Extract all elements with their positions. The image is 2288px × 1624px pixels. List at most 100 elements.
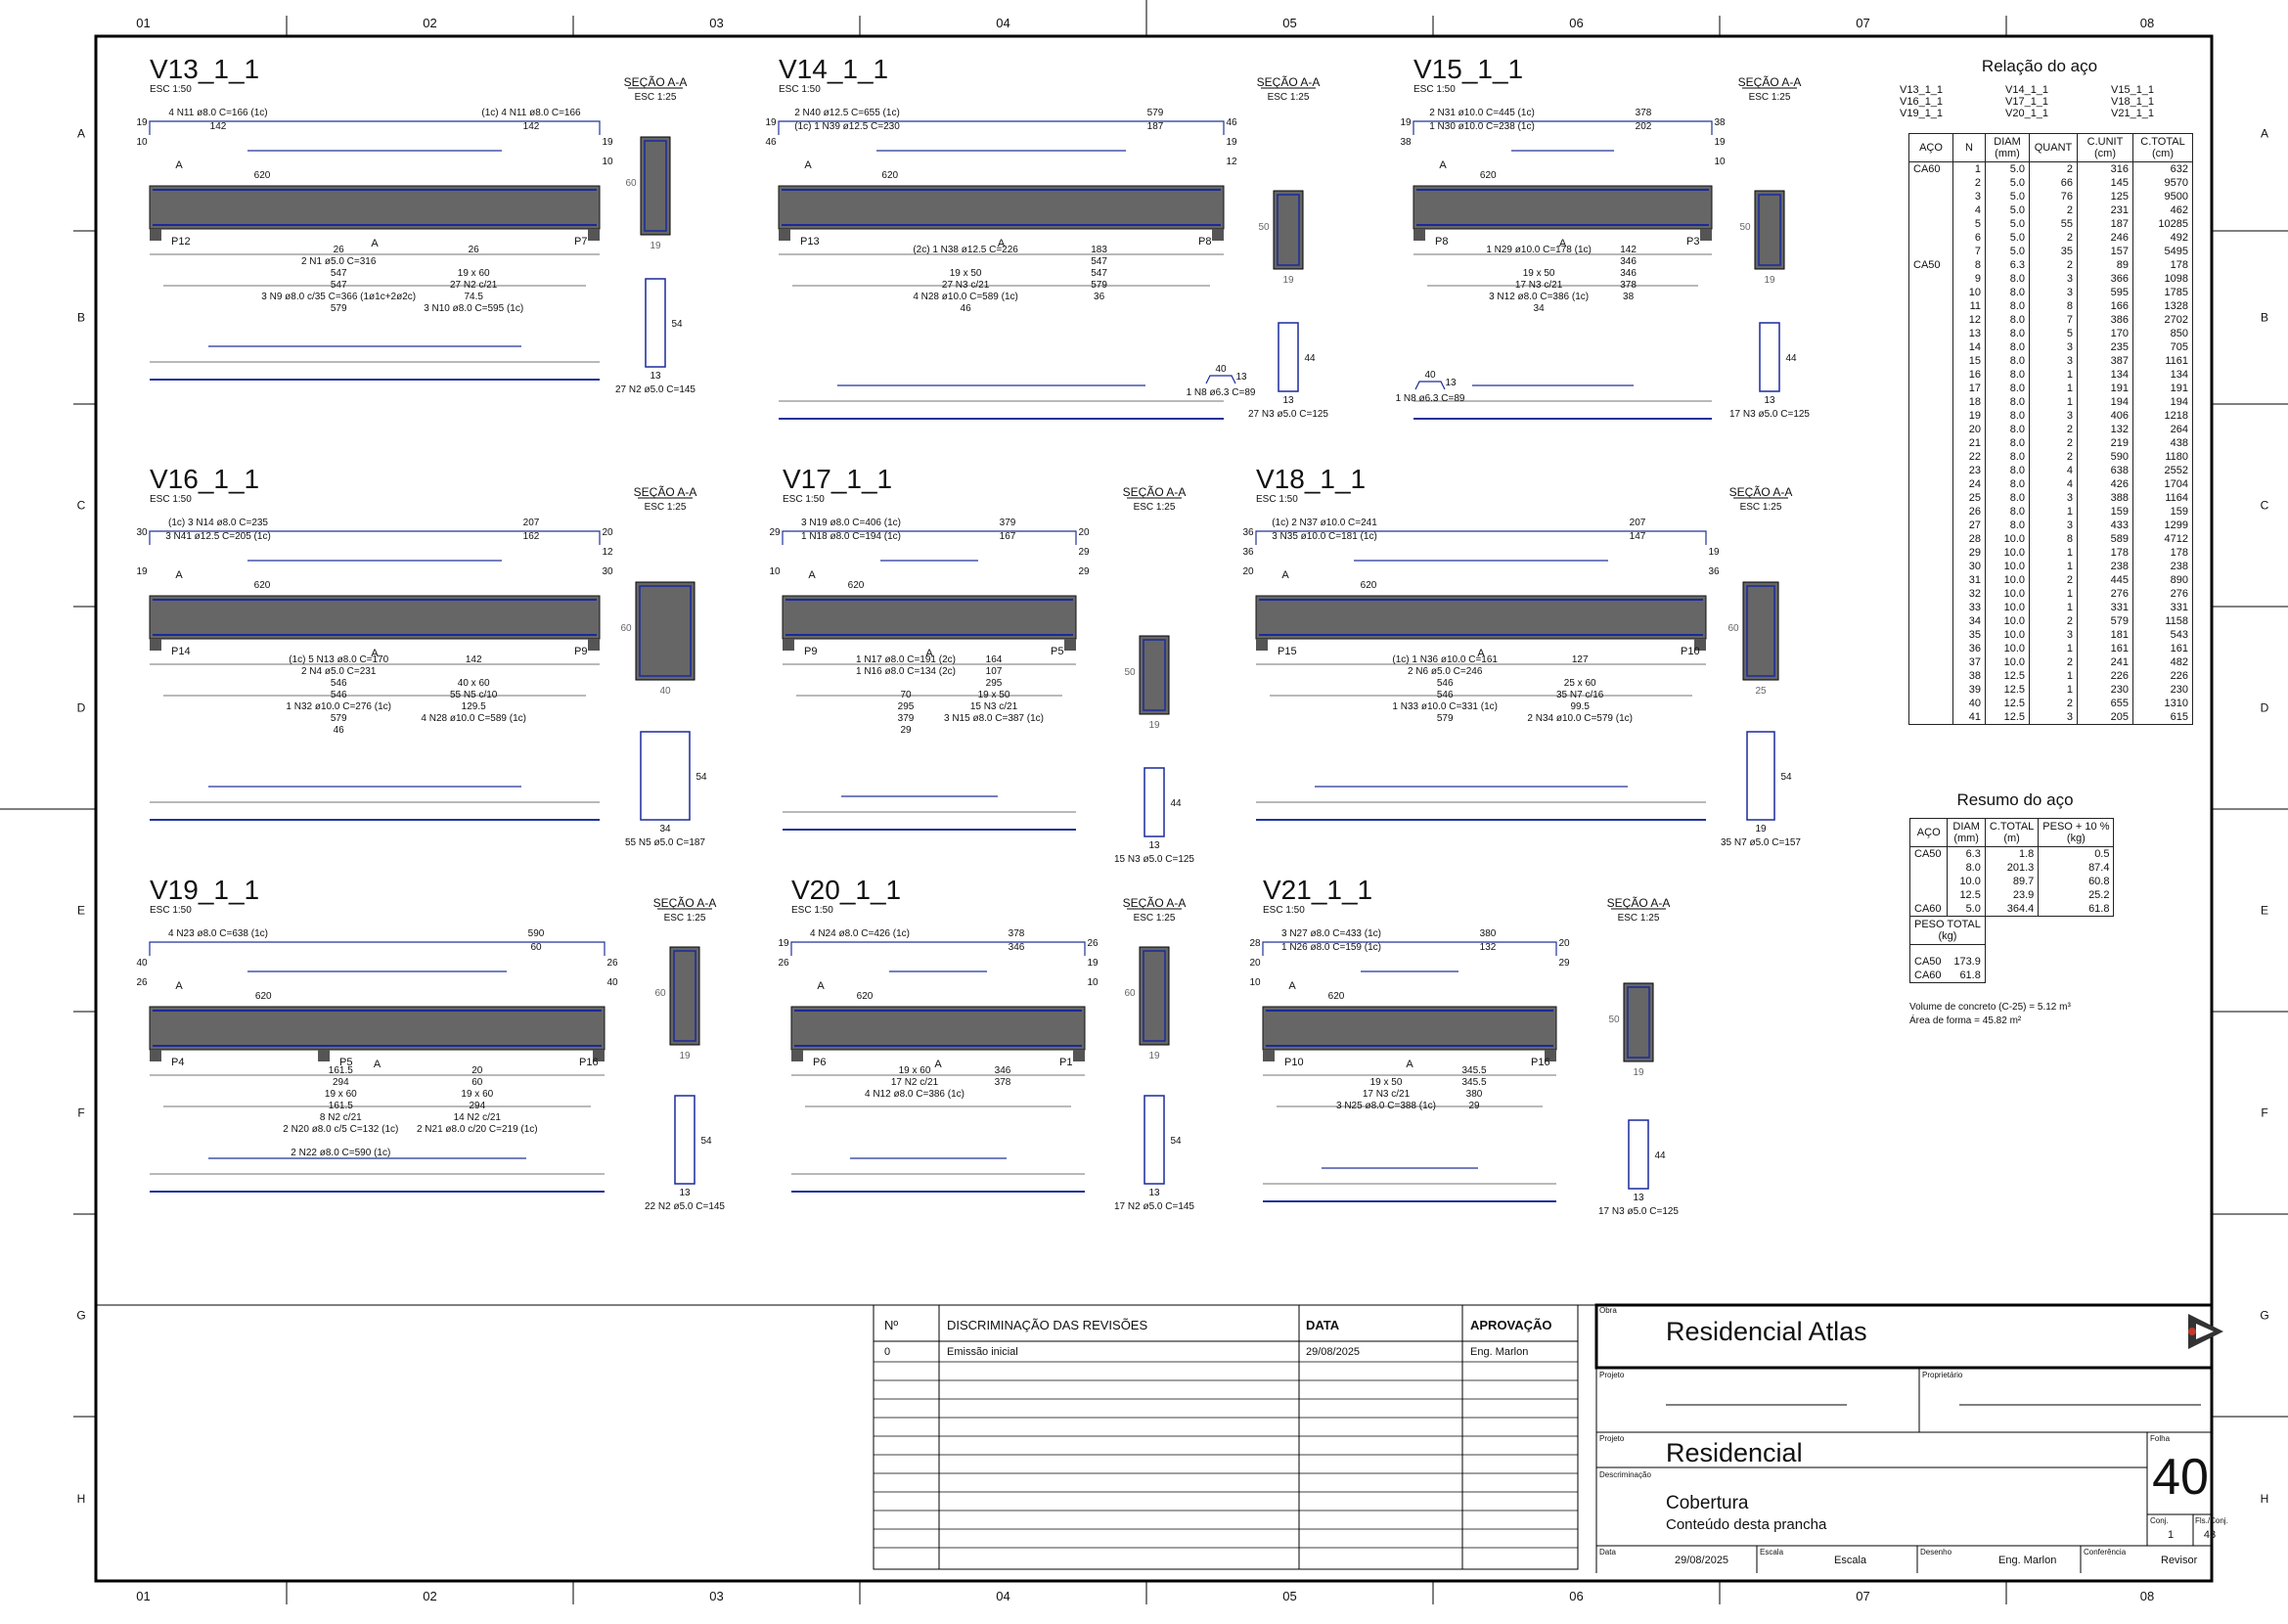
table-cell: 1299 (2132, 519, 2193, 532)
table-cell (1908, 382, 1953, 395)
section-title: SEÇÃO A-A (1123, 896, 1187, 910)
table-cell: 7 (2029, 313, 2078, 327)
section-height: 50 (1124, 667, 1136, 678)
section-title: SEÇÃO A-A (624, 75, 688, 89)
section-width: 19 (679, 1051, 691, 1061)
table-cell: 705 (2132, 340, 2193, 354)
table-cell: 8.0 (1985, 286, 2030, 299)
table-cell: 194 (2077, 395, 2133, 409)
bar-label: 3 N25 ø8.0 C=388 (1c) (1336, 1101, 1436, 1111)
table-cell: 33 (1952, 601, 1986, 614)
table-cell (1908, 519, 1953, 532)
bar-label: 547 (331, 280, 347, 291)
bar-label: 19 (1708, 547, 1720, 558)
bar-label: 10 (136, 137, 148, 148)
section-width: 40 (659, 686, 671, 697)
bar-label: 2 N34 ø10.0 C=579 (1c) (1527, 713, 1633, 724)
section-shape (640, 136, 671, 236)
table-cell: 12.5 (1985, 710, 2030, 725)
table-cell: 205 (2077, 710, 2133, 725)
section-shape (635, 581, 695, 681)
section-scale: ESC 1:25 (1134, 913, 1176, 924)
section-mark: A (1477, 648, 1485, 659)
table-cell: 10.0 (1985, 655, 2030, 669)
bar-label: 4 N11 ø8.0 C=166 (1c) (168, 108, 267, 118)
bar-label: 20 (1242, 566, 1254, 577)
stirrup-label: 22 N2 ø5.0 C=145 (645, 1201, 725, 1212)
table-header: N (1952, 133, 1986, 162)
table-cell: 1785 (2132, 286, 2193, 299)
table-cell: 230 (2132, 683, 2193, 697)
bar-label: 378 (1009, 928, 1025, 939)
bar-label: 10 (1714, 157, 1726, 167)
revision-row-lines (874, 1361, 1578, 1549)
table-cell: 8.0 (1985, 354, 2030, 368)
descr-label: Descriminação (1599, 1470, 1651, 1479)
table-cell: 246 (2077, 231, 2133, 245)
section-shape (1742, 581, 1779, 681)
stirrup-height: 44 (1654, 1150, 1666, 1161)
section-shape (1754, 190, 1785, 270)
table-cell: 2 (2029, 436, 2078, 450)
table-cell: 10.0 (1985, 546, 2030, 560)
bar-label: 20 (1078, 527, 1090, 538)
steel-relation-title: Relação do aço (1981, 57, 2098, 75)
table-cell: 31 (1952, 573, 1986, 587)
bar-label: 2 N4 ø5.0 C=231 (301, 666, 377, 677)
table-cell (1908, 450, 1953, 464)
revision-grid (873, 1304, 1579, 1570)
pillar-label: P16 (1531, 1057, 1550, 1068)
grid-row-left: F (77, 1106, 84, 1120)
table-cell: 3 (2029, 409, 2078, 423)
top-rebar (782, 530, 1077, 545)
section-width: 19 (1282, 275, 1294, 286)
table-cell: 3 (2029, 272, 2078, 286)
bar-label: 161.5 (329, 1101, 353, 1111)
stirrup-detail (1746, 731, 1775, 821)
bar-label: 38 (1714, 117, 1726, 128)
section-scale: ESC 1:25 (635, 92, 677, 103)
table-cell: 1704 (2132, 477, 2193, 491)
bar-label: 346 (1620, 256, 1637, 267)
table-cell: 36 (1952, 642, 1986, 655)
beam-title: V20_1_1 (791, 875, 901, 905)
table-cell: 32 (1952, 587, 1986, 601)
section-stirrup (1746, 585, 1775, 677)
obra-name: Residencial Atlas (1666, 1317, 1867, 1346)
descr-line1: Cobertura (1666, 1493, 1749, 1513)
hook-height: 13 (1445, 378, 1457, 388)
grid-row-left: B (77, 311, 85, 325)
bar-label: 36 (1094, 292, 1105, 302)
bar-label: 202 (1636, 121, 1652, 132)
bar-label: 380 (1466, 1089, 1483, 1100)
table-cell: 1180 (2132, 450, 2193, 464)
conf-label: Conferência (2084, 1548, 2127, 1556)
table-cell: 388 (2077, 491, 2133, 505)
section-scale: ESC 1:25 (1749, 92, 1791, 103)
section-height: 60 (1124, 988, 1136, 999)
bar-label: 8 N2 c/21 (320, 1112, 362, 1123)
table-cell: 5.0 (1985, 217, 2030, 231)
grid-col-bottom: 05 (1282, 1589, 1296, 1603)
rev-row-description: Emissão inicial (947, 1346, 1018, 1358)
table-cell: 19 (1952, 409, 1986, 423)
table-cell: 2 (2029, 161, 2078, 176)
table-cell: 9500 (2132, 190, 2193, 203)
section-width: 19 (1764, 275, 1775, 286)
bar-label: 19 x 60 (461, 1089, 493, 1100)
table-cell: 1098 (2132, 272, 2193, 286)
table-cell: 8.0 (1985, 313, 2030, 327)
table-cell: 12.5 (1985, 683, 2030, 697)
table-cell: 29 (1952, 546, 1986, 560)
table-cell: 25 (1952, 491, 1986, 505)
top-rebar (1255, 530, 1707, 545)
